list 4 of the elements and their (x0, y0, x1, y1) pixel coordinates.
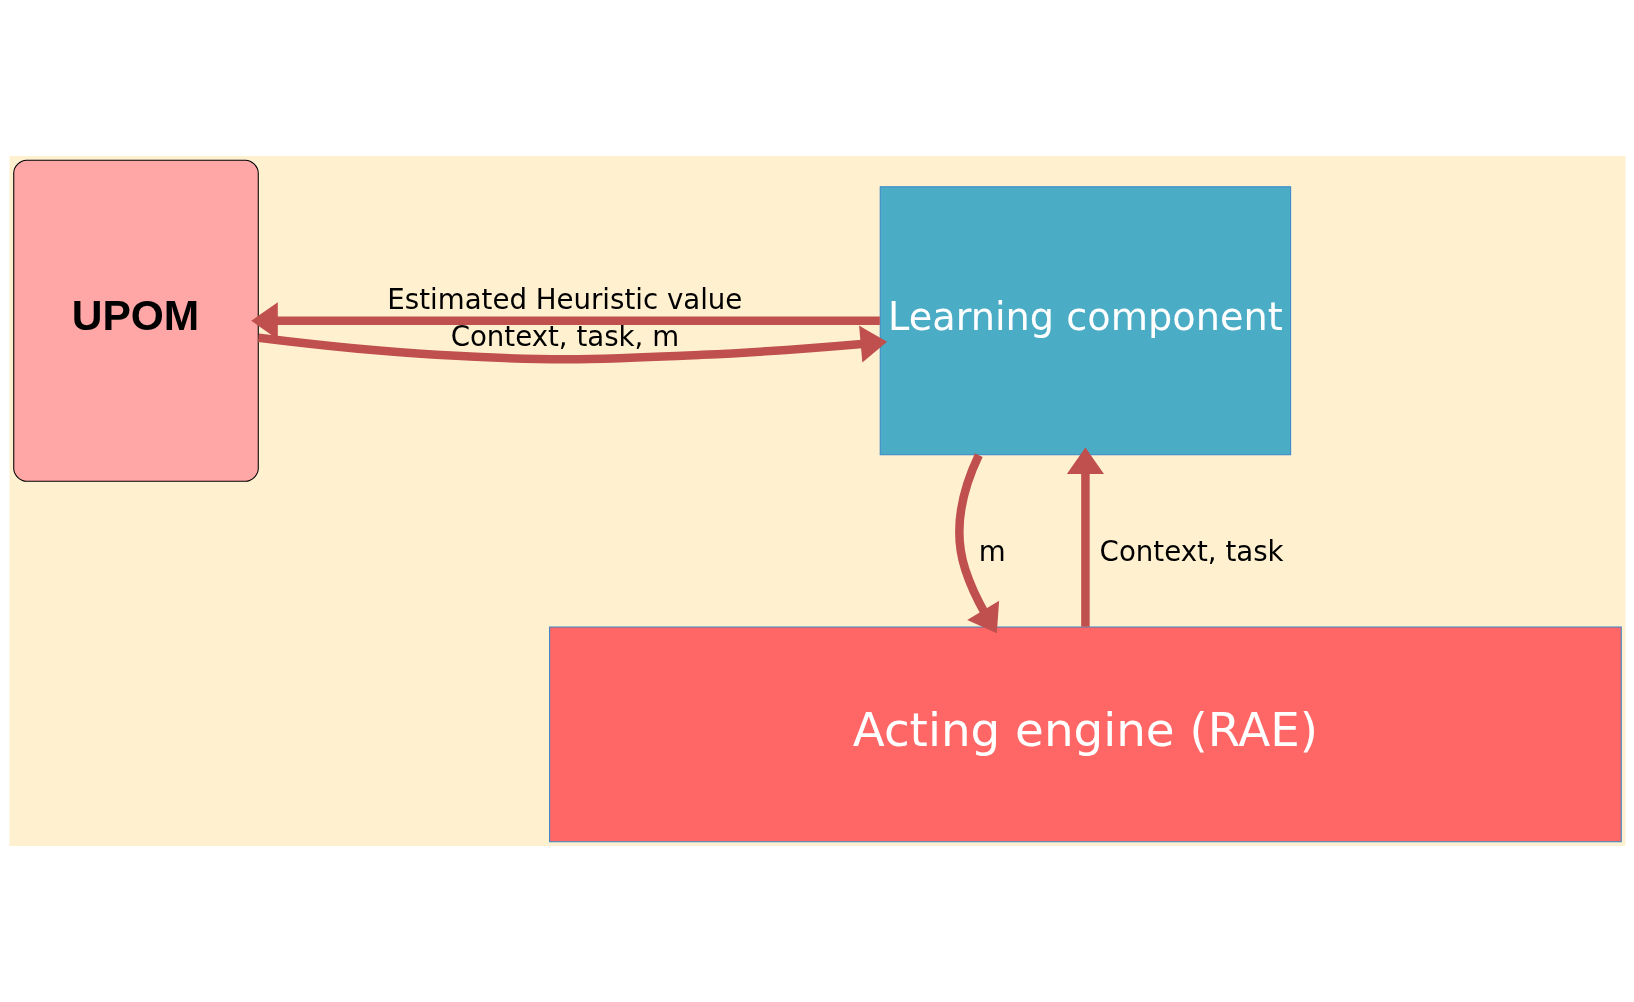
edge-label: Context, task (1099, 534, 1284, 568)
edge-label: Context, task, m (450, 320, 679, 354)
edge-label: Estimated Heuristic value (386, 282, 742, 316)
edge-label: m (978, 534, 1006, 568)
